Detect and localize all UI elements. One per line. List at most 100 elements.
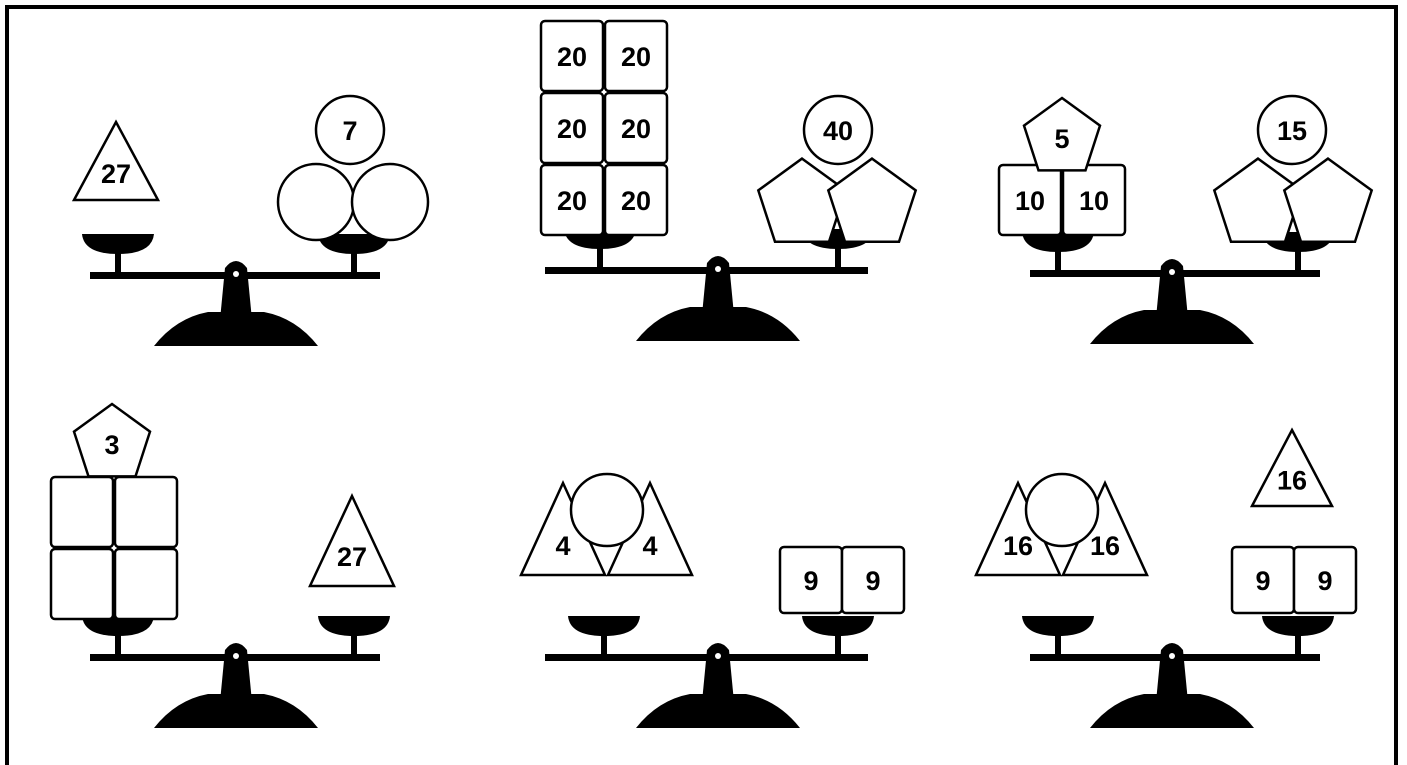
left-square-4 [113,547,179,621]
right-square-1-label: 9 [1255,566,1270,596]
scale-base [636,307,800,341]
right-pan-post [1295,632,1301,656]
scale-5: 4 4 9 9 [519,472,906,728]
right-square-2-label: 9 [865,566,880,596]
left-square-1-label: 10 [1015,186,1045,216]
left-square-3 [49,547,115,621]
right-circle-1 [276,162,356,242]
left-square-1: 10 [997,163,1063,237]
right-circle-3-label: 15 [1277,116,1307,146]
scale-stand [220,261,252,320]
right-square-2: 9 [840,545,906,615]
left-square-1-label: 20 [557,42,587,72]
right-pentagon-2 [1282,157,1374,244]
left-triangle-2: 4 [606,479,694,577]
right-pan [318,616,390,636]
scale-base [1090,694,1254,728]
left-pan [1022,232,1094,252]
left-circle-3 [569,472,645,548]
scale-pivot [1169,653,1175,659]
puzzle-frame [5,5,1398,765]
left-square-6: 20 [603,163,669,237]
right-circle-3: 40 [802,94,874,166]
left-pentagon-5-label: 3 [104,430,119,460]
right-pentagon-2 [826,157,918,244]
left-triangle-1-label: 27 [101,159,131,189]
left-pentagon-3: 5 [1022,96,1102,172]
right-triangle-3: 16 [1249,427,1335,508]
scale-base [154,312,318,346]
left-pentagon-3-label: 5 [1054,124,1069,154]
left-square-2-label: 20 [621,42,651,72]
right-square-2: 9 [1292,545,1358,615]
left-square-4: 20 [603,91,669,165]
scale-pivot [233,653,239,659]
left-triangle-1-label: 4 [555,531,570,561]
left-square-1 [49,475,115,549]
right-pan [1262,616,1334,636]
scale-pivot [715,266,721,272]
right-circle-3: 7 [314,94,386,166]
scale-beam [1030,270,1320,277]
left-triangle-1: 27 [71,119,161,202]
left-square-2: 20 [603,19,669,93]
left-pan [1022,616,1094,636]
scale-stand [1156,259,1188,318]
left-pan-post [1055,632,1061,656]
right-pan-post [1295,248,1301,272]
left-pan-post [115,250,121,274]
right-square-1: 9 [778,545,844,615]
scale-pivot [1169,269,1175,275]
left-pan-post [1055,248,1061,272]
right-pan-post [351,632,357,656]
scale-3: 10 10 5 15 [997,94,1374,344]
left-square-2: 10 [1061,163,1127,237]
right-triangle-1: 27 [308,493,396,588]
scale-beam [545,267,868,274]
left-triangle-2-label: 16 [1090,531,1120,561]
scale-stand [1156,643,1188,702]
left-square-2 [113,475,179,549]
left-square-6-label: 20 [621,186,651,216]
right-pan [318,234,390,254]
left-square-3: 20 [539,91,605,165]
scale-base [154,694,318,728]
right-triangle-1-label: 27 [337,542,367,572]
left-pan [82,616,154,636]
right-square-1: 9 [1230,545,1296,615]
scale-pivot [715,653,721,659]
scale-stand [702,643,734,702]
left-pan-post [601,632,607,656]
right-circle-2 [350,162,430,242]
scale-2: 20 20 20 20 20 20 40 [539,19,918,341]
left-square-5-label: 20 [557,186,587,216]
right-triangle-3-label: 16 [1277,465,1307,495]
right-pan-post [835,632,841,656]
right-square-2-label: 9 [1317,566,1332,596]
left-square-4-label: 20 [621,114,651,144]
left-pan [82,234,154,254]
left-square-1: 20 [539,19,605,93]
left-square-5: 20 [539,163,605,237]
scale-stand [702,256,734,315]
left-pan-post [597,245,603,269]
scale-stand [220,643,252,702]
scale-4: 3 27 [49,402,396,728]
right-square-1-label: 9 [803,566,818,596]
right-circle-3: 15 [1256,94,1328,166]
scale-base [1090,310,1254,344]
left-pan-post [115,632,121,656]
scale-beam [1030,654,1320,661]
scale-beam [545,654,868,661]
left-circle-3 [1024,472,1100,548]
left-triangle-2-label: 4 [642,531,657,561]
left-pan [568,616,640,636]
right-pan-post [351,250,357,274]
scale-base [636,694,800,728]
scale-pivot [233,271,239,277]
right-pan [802,616,874,636]
right-circle-3-label: 7 [342,116,357,146]
right-pan-post [835,245,841,269]
